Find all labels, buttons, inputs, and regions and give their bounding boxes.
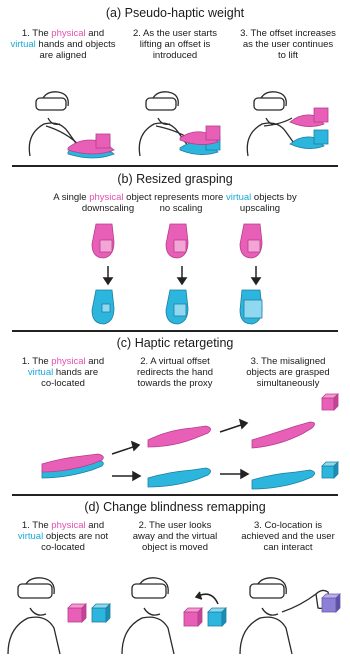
physical-cube-d1 [68, 604, 86, 622]
section-c-title: (c) Haptic retargeting [0, 336, 350, 350]
label-upscaling: upscaling [222, 203, 298, 214]
arrow-down-2 [178, 266, 186, 284]
physical-grasp-1 [92, 224, 114, 258]
physical-arm-2 [148, 426, 211, 447]
section-a-step1-caption: 1. The physical and virtual hands and ob… [8, 28, 118, 61]
physical-hand-1 [68, 134, 114, 154]
physical-cube-d2 [184, 608, 202, 626]
vr-user-figure-2 [139, 92, 188, 156]
virtual-cube-d1 [92, 604, 110, 622]
arrow-right-c4 [220, 470, 248, 478]
arrow-right-c1 [112, 442, 139, 454]
arrow-right-c2 [112, 472, 140, 480]
physical-hand-2 [180, 126, 220, 145]
section-a-illustrations [0, 78, 350, 160]
section-d-title: (d) Change blindness remapping [0, 500, 350, 514]
virtual-arm-3 [252, 470, 315, 489]
physical-grasp-2 [166, 224, 188, 258]
vr-user-figure-d3 [240, 578, 330, 654]
arrow-right-c3 [220, 420, 247, 432]
section-a-title: (a) Pseudo-haptic weight [0, 6, 350, 20]
section-divider-2 [12, 330, 338, 332]
vr-user-figure-3 [247, 92, 296, 156]
vr-user-figure-d2 [122, 578, 174, 654]
section-b-intro: A single physical object represents more… [20, 192, 330, 203]
section-b-illustrations [0, 218, 350, 326]
section-divider-1 [12, 165, 338, 167]
virtual-cube-d2 [208, 608, 226, 626]
section-c-step1-caption: 1. The physical and virtual hands are co… [8, 356, 118, 389]
arrow-down-1 [104, 266, 112, 284]
section-d-illustrations [0, 560, 350, 656]
physical-grasp-3 [240, 224, 262, 258]
virtual-grasp-2 [166, 290, 188, 324]
virtual-grasp-3 [240, 290, 262, 324]
physical-arm-3 [252, 422, 315, 448]
virtual-arm-2 [148, 468, 211, 487]
colocated-cube-d3 [322, 594, 340, 612]
section-b-title: (b) Resized grasping [0, 172, 350, 186]
arrow-down-3 [252, 266, 260, 284]
physical-hand-3 [290, 108, 328, 127]
label-no-scaling: no scaling [146, 203, 216, 214]
virtual-cube-c [322, 462, 338, 478]
curved-arrow-icon [196, 592, 218, 604]
virtual-grasp-1 [92, 290, 114, 324]
physical-cube-c [322, 394, 338, 410]
section-divider-3 [12, 494, 338, 496]
vr-user-figure-d1 [8, 578, 60, 654]
section-c-illustrations [0, 392, 350, 490]
section-d-step1-caption: 1. The physical and virtual objects are … [8, 520, 118, 553]
virtual-hand-3 [290, 130, 328, 149]
label-downscaling: downscaling [70, 203, 146, 214]
